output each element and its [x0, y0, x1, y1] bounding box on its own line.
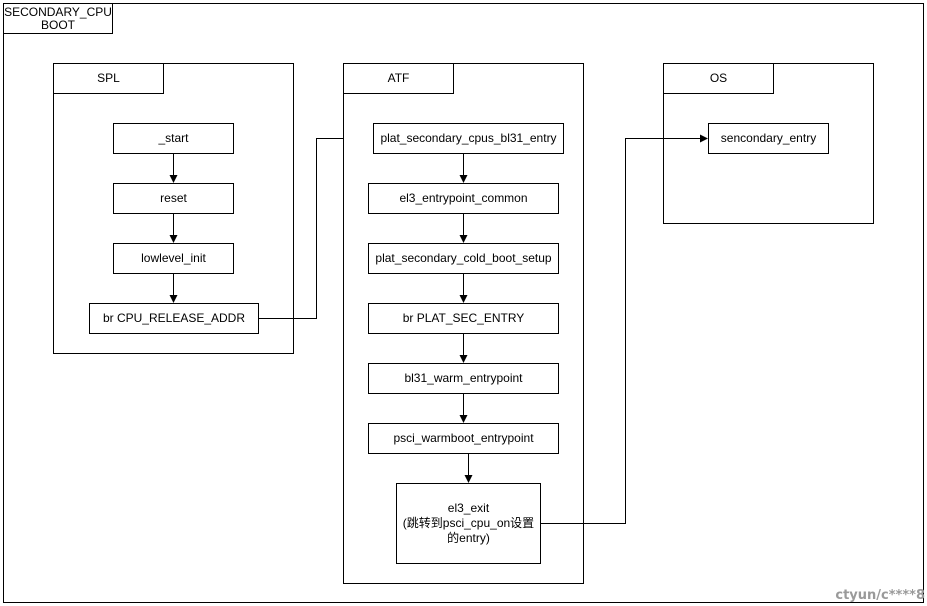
atf-step-plat-secondary-cold-boot-setup: plat_secondary_cold_boot_setup [368, 243, 559, 274]
spl-step-reset: reset [113, 183, 234, 214]
atf-step-bl31-warm-entrypoint: bl31_warm_entrypoint [368, 363, 559, 394]
spl-step-br-cpu-release-addr: br CPU_RELEASE_ADDR [89, 303, 259, 334]
spl-step-lowlevel-init: lowlevel_init [113, 243, 234, 274]
page-title: SECONDARY_CPU BOOT [3, 3, 113, 34]
atf-step-psci-warmboot-entrypoint: psci_warmboot_entrypoint [368, 423, 559, 454]
watermark: ctyun/c****8 [835, 588, 925, 603]
atf-title: ATF [343, 63, 454, 94]
spl-step-start: _start [113, 123, 234, 154]
os-step-sencondary-entry: sencondary_entry [708, 123, 829, 154]
atf-step-plat-secondary-cpus-bl31-entry: plat_secondary_cpus_bl31_entry [373, 123, 564, 154]
os-title: OS [663, 63, 774, 94]
atf-step-br-plat-sec-entry: br PLAT_SEC_ENTRY [368, 303, 559, 334]
atf-step-el3-exit: el3_exit (跳转到psci_cpu_on设置 的entry) [396, 483, 541, 564]
atf-step-el3-entrypoint-common: el3_entrypoint_common [368, 183, 559, 214]
spl-title: SPL [53, 63, 164, 94]
